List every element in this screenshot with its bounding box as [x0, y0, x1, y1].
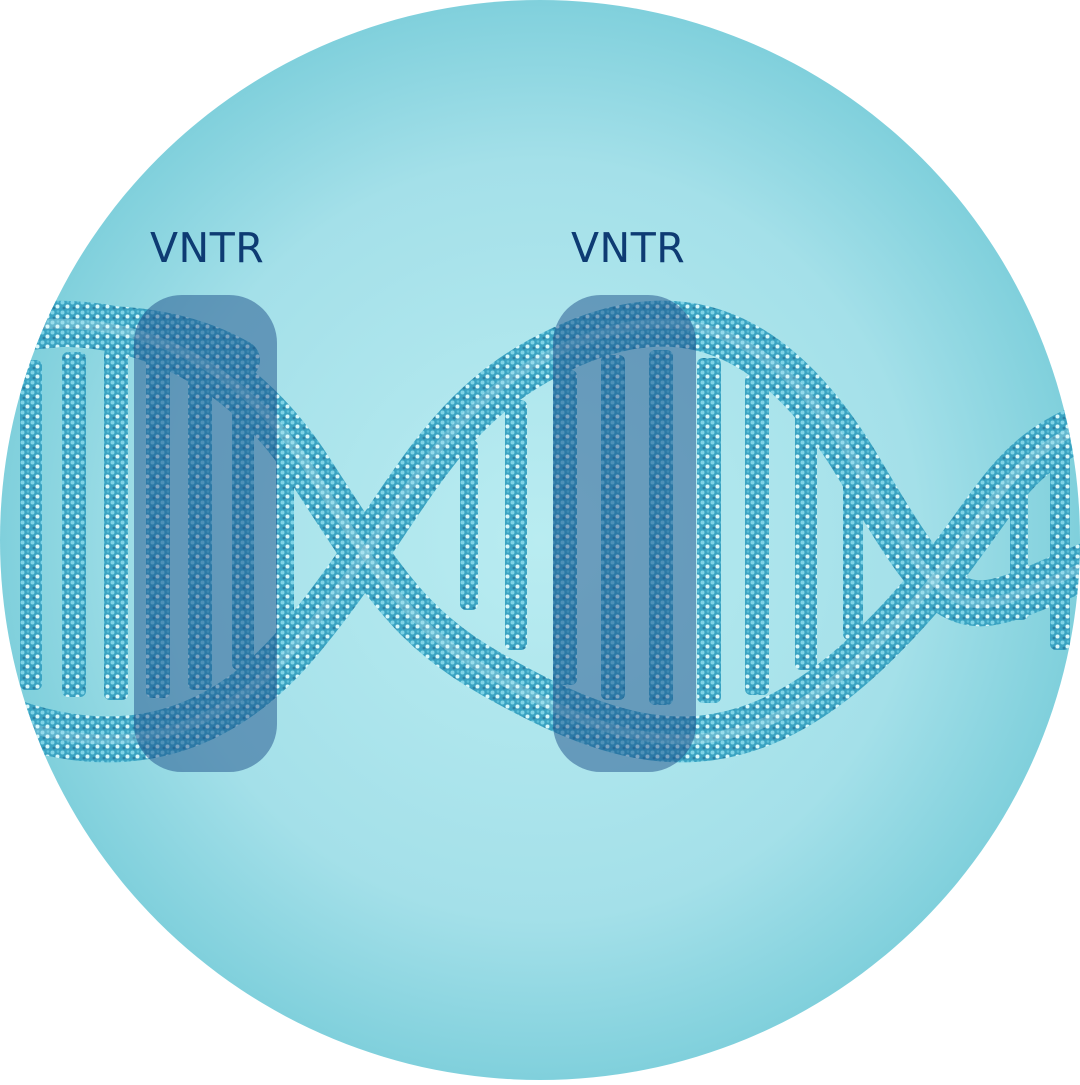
vntr-label-2: VNTR [571, 224, 686, 272]
vntr-highlight-box-2 [553, 295, 696, 772]
vntr-highlight-box-1 [134, 295, 277, 772]
vntr-label-1: VNTR [150, 224, 265, 272]
